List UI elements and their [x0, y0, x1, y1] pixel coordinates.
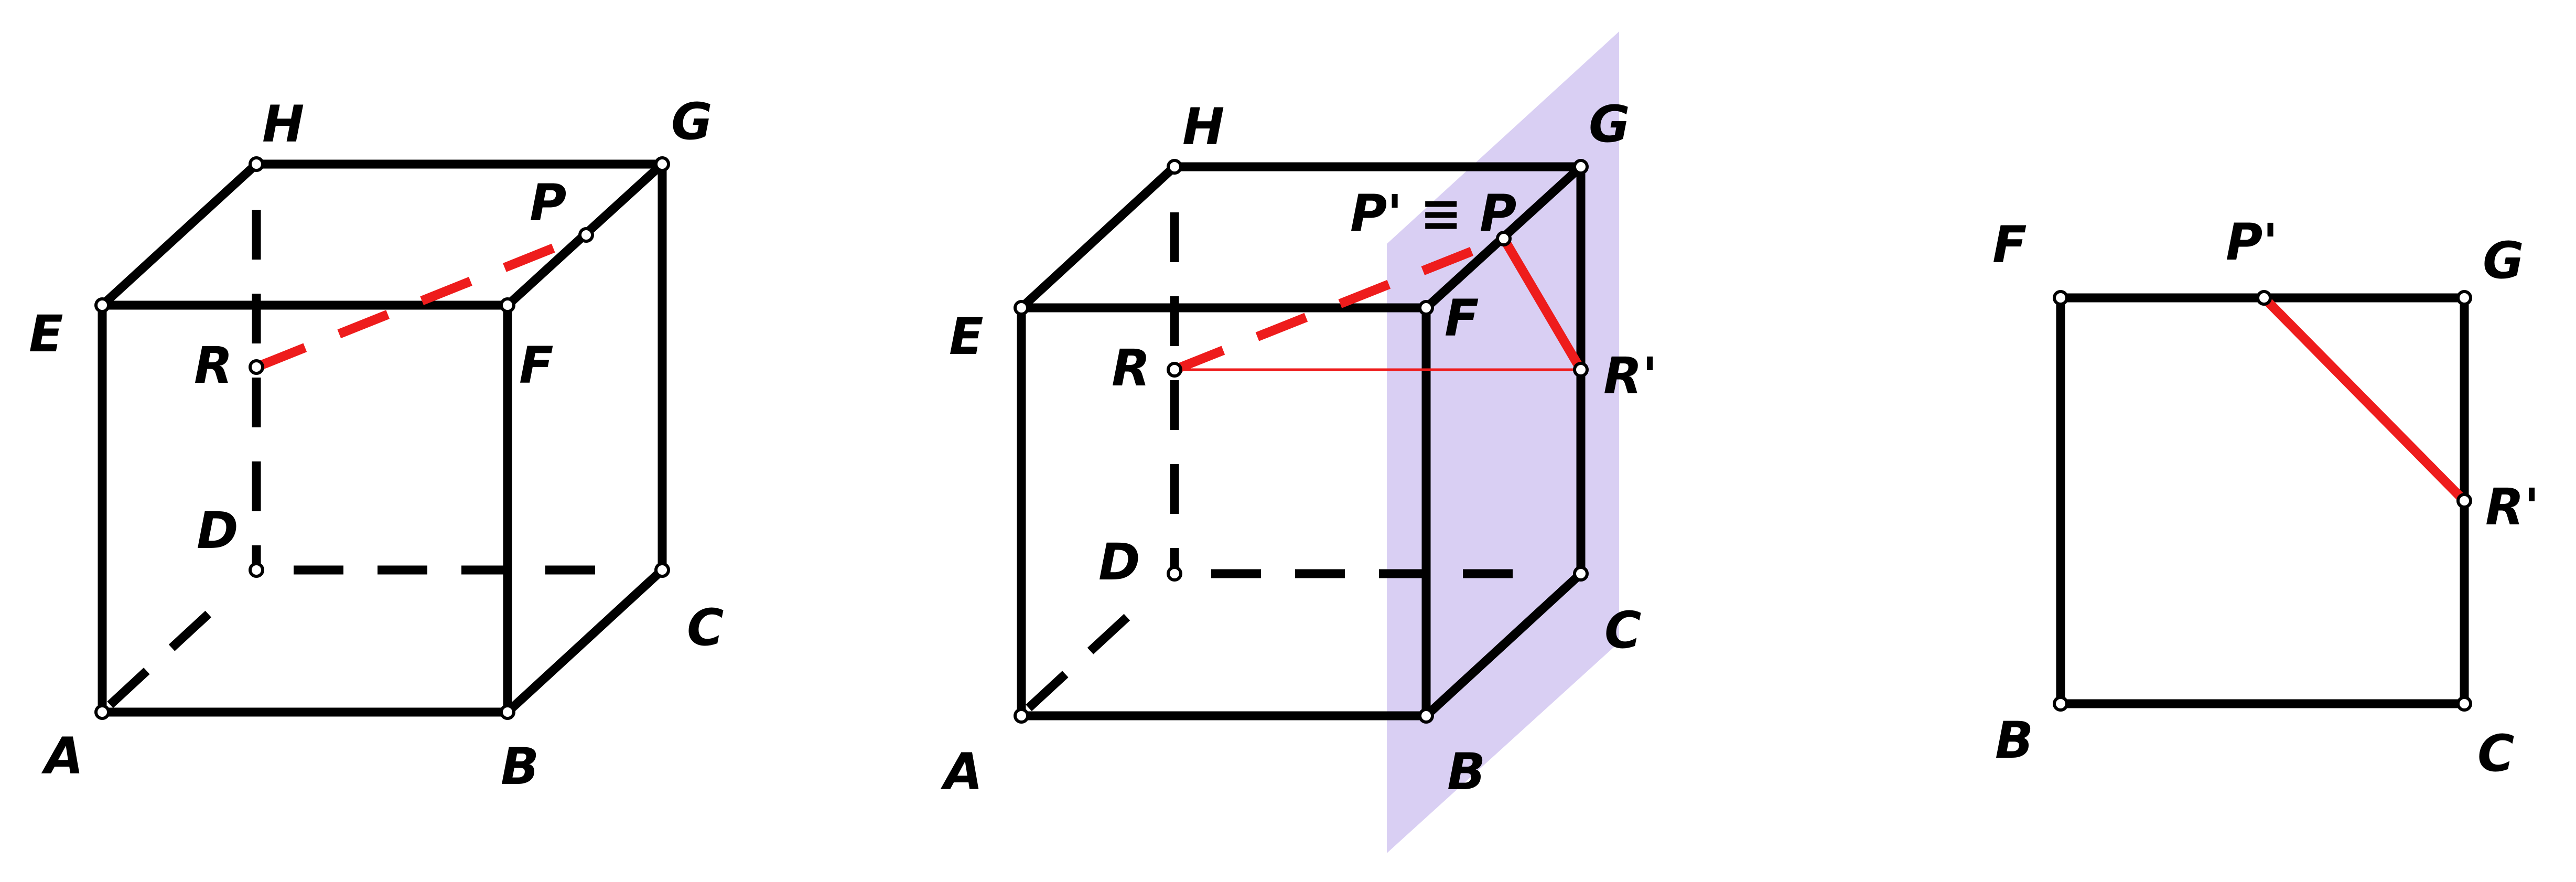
segment-RP	[1172, 234, 1506, 374]
label-C: C	[687, 598, 724, 657]
edge-BC	[1421, 569, 1586, 720]
label-P-prime-equiv-P: P' ≡ P	[1350, 184, 1516, 243]
label-E: E	[29, 305, 63, 363]
label-P: P	[530, 174, 566, 232]
vertex-P-prime	[2256, 290, 2272, 306]
vertex-A	[1014, 708, 1029, 724]
vertex-C	[1573, 566, 1589, 582]
label-R-prime: R'	[1603, 347, 1657, 405]
vertex-D	[1167, 566, 1182, 582]
label-F: F	[519, 336, 554, 395]
vertex-D	[249, 562, 264, 578]
label-E: E	[949, 307, 984, 366]
vertex-P	[578, 227, 594, 243]
edge-EH	[98, 159, 261, 310]
vertex-A	[94, 704, 110, 720]
label-D: D	[1098, 533, 1140, 591]
hidden-edge-AD	[1026, 604, 1141, 712]
vertex-R	[1167, 362, 1182, 378]
label-G: G	[1589, 95, 1630, 154]
label-F: F	[1992, 216, 2027, 274]
vertex-H	[249, 156, 264, 172]
label-A: A	[940, 743, 983, 801]
vertex-R-prime	[2456, 493, 2472, 509]
segment-PR-prime	[1499, 234, 1586, 374]
label-R: R	[194, 336, 233, 395]
label-H: H	[1182, 98, 1224, 156]
vertex-B	[2053, 696, 2068, 712]
edge-BC	[503, 565, 667, 717]
cutting-plane	[1387, 31, 1619, 853]
label-D: D	[197, 501, 239, 560]
vertex-G	[654, 156, 670, 172]
vertex-E	[94, 297, 110, 313]
face-bcgf: F P' G R' B C	[1992, 213, 2539, 783]
vertex-G	[1573, 159, 1589, 175]
vertex-P	[1496, 231, 1512, 246]
hidden-edge-AD	[107, 599, 223, 708]
vertex-F	[500, 297, 515, 313]
label-G: G	[671, 92, 713, 151]
vertex-E	[1014, 300, 1029, 316]
label-F: F	[1445, 289, 1479, 348]
vertex-C	[654, 562, 670, 578]
vertex-C	[2456, 696, 2472, 712]
cube-with-diagonal: H G P E F R D C A B	[29, 92, 724, 796]
label-B: B	[501, 737, 539, 796]
vertex-G	[2456, 290, 2472, 306]
label-C: C	[2477, 724, 2514, 783]
vertex-B	[500, 704, 515, 720]
label-R-prime: R'	[2485, 478, 2539, 536]
edge-EH	[1017, 162, 1179, 313]
vertex-R	[249, 359, 264, 375]
label-P-prime: P'	[2226, 213, 2278, 272]
vertex-F	[2053, 290, 2068, 306]
label-C: C	[1604, 601, 1641, 660]
cube-with-section-plane: H G P' ≡ P E F R R' D C A B	[940, 31, 1657, 853]
label-B: B	[1447, 743, 1485, 801]
label-R: R	[1112, 339, 1150, 397]
vertex-H	[1167, 159, 1182, 175]
vertex-F	[1418, 300, 1434, 316]
label-H: H	[262, 95, 304, 154]
vertex-B	[1418, 708, 1434, 724]
vertex-R-prime	[1573, 362, 1589, 378]
label-A: A	[41, 727, 83, 786]
segment-P-prime-R-prime	[2259, 293, 2469, 505]
segment-RP	[254, 230, 588, 372]
label-B: B	[1995, 711, 2033, 770]
label-G: G	[2483, 231, 2524, 290]
